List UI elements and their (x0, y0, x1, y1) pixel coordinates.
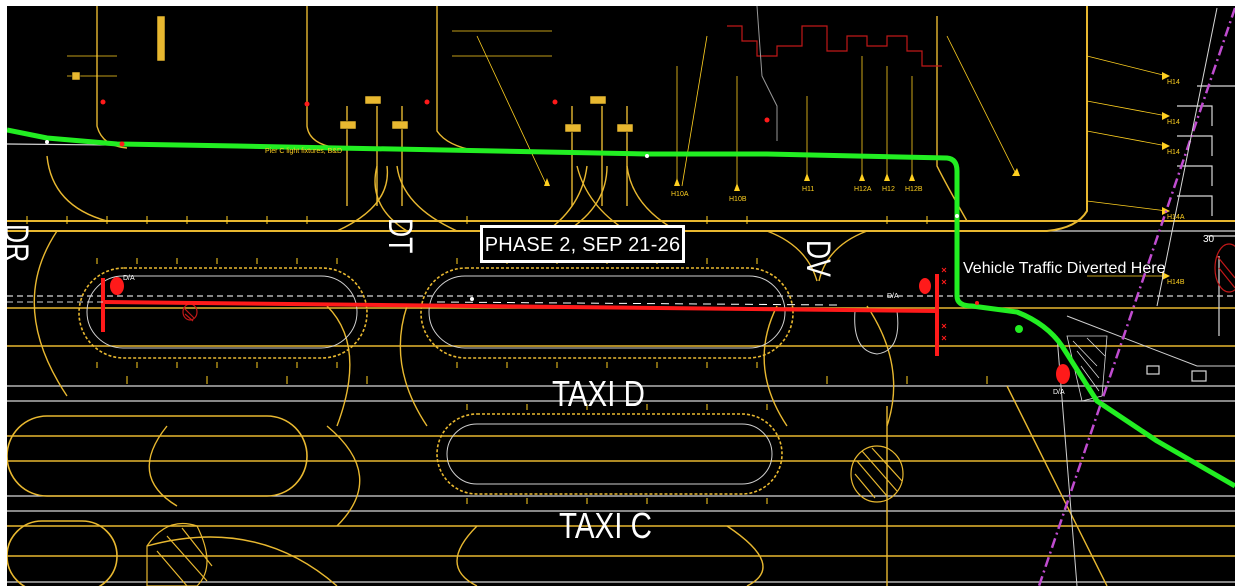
fixture-label-h10b: H10B (729, 196, 747, 203)
fixture-label-h14-b: H14 (1167, 119, 1180, 126)
fixture-label-h14-c: H14 (1167, 149, 1180, 156)
magenta-boundary (1037, 7, 1235, 586)
connector-label-dr: DR (7, 224, 35, 263)
phase-banner: PHASE 2, SEP 21-26 (480, 225, 685, 263)
taxiway-label-c: TAXI C (559, 505, 652, 546)
right-buildings (1146, 85, 1235, 382)
light-fixture-leaders (67, 30, 1168, 277)
hatched-ovals (146, 445, 904, 586)
fixture-boxes (71, 15, 634, 133)
closure-markers (110, 277, 1070, 384)
connector-label-dv: DV (799, 240, 837, 277)
pier-note: Pier C light fixtures, B&D (265, 148, 342, 155)
fixture-label-h14a: H14A (1167, 214, 1185, 221)
fixture-label-h11: H11 (802, 186, 814, 193)
fixture-label-h10a: H10A (671, 191, 689, 198)
fixture-label-h12a: H12A (854, 186, 872, 193)
small-red-dots (100, 99, 979, 305)
airfield-map[interactable]: Pier C light fixtures, B&D H10A H10B H11… (7, 6, 1235, 586)
vehicle-route (7, 127, 1235, 489)
fixture-label-h12b: H12B (905, 186, 923, 193)
fixture-label-h14b: H14B (1167, 279, 1185, 286)
terminal-building-outline (727, 25, 942, 67)
closure-x-marks (941, 267, 947, 341)
fixture-labels: H10A H10B H11 H12A H12 H12B H14 H14 H14 … (671, 79, 1185, 286)
fixture-label-h12: H12 (882, 186, 895, 193)
closure-line (7, 274, 939, 356)
closure-label-left: D/A (123, 275, 135, 282)
phase-banner-text: PHASE 2, SEP 21-26 (484, 234, 681, 256)
connector-label-dt: DT (381, 218, 419, 254)
fixture-label-h14-a: H14 (1167, 79, 1180, 86)
edge-light-ticks (26, 216, 988, 504)
closure-label-middle: D/A (887, 293, 899, 300)
hatched-area (1066, 335, 1108, 402)
vehicle-diversion-note: Vehicle Traffic Diverted Here (963, 260, 1166, 277)
taxiway-label-d: TAXI D (552, 373, 645, 414)
fixture-triangles (544, 72, 1170, 280)
white-dots (45, 140, 959, 301)
airfield-drawing: Pier C light fixtures, B&D H10A H10B H11… (7, 6, 1235, 586)
closure-label-right: D/A (1053, 389, 1065, 396)
taxiway-islands (7, 267, 794, 586)
runway-marker: 30 (1203, 234, 1215, 245)
